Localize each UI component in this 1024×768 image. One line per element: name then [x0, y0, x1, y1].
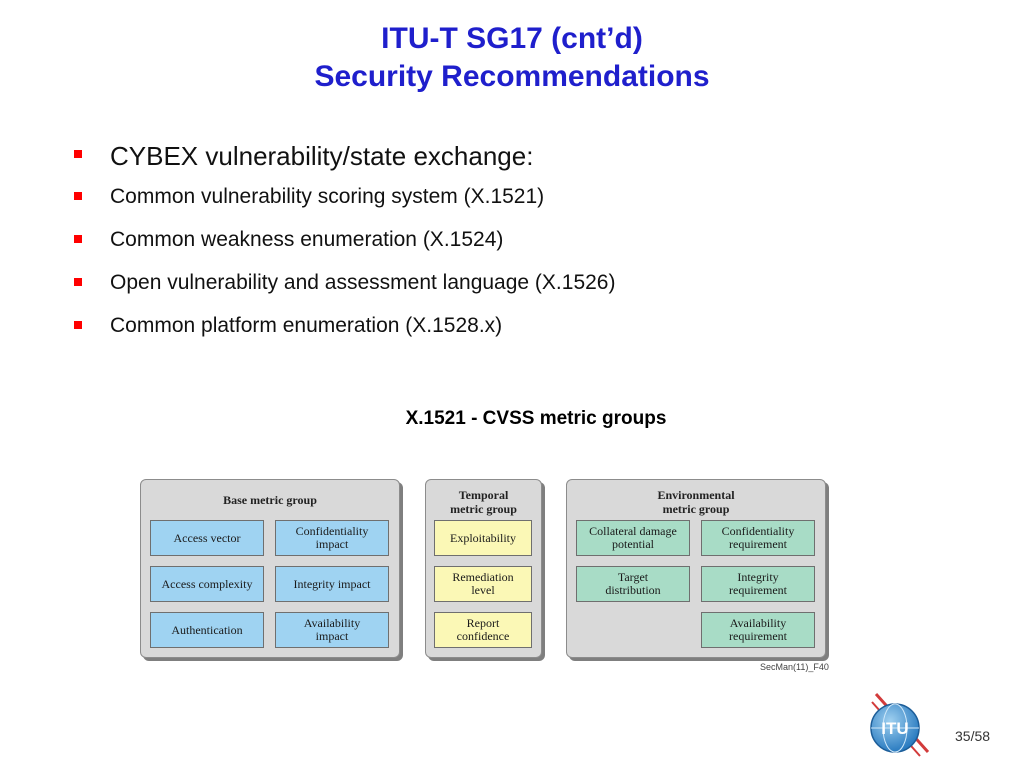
temporal-metric-group-panel: Temporal metric group Exploitability Rem… — [425, 479, 542, 658]
logo-text: ITU — [881, 719, 908, 738]
access-vector-box: Access vector — [150, 520, 264, 556]
integrity-requirement-box: Integrity requirement — [701, 566, 815, 602]
exploitability-box: Exploitability — [434, 520, 532, 556]
bullet-item: Common weakness enumeration (X.1524) — [72, 225, 615, 255]
bullet-text: CYBEX vulnerability/state exchange: — [110, 141, 534, 171]
temporal-metric-group-title: Temporal metric group — [450, 488, 517, 516]
bullet-list: CYBEX vulnerability/state exchange: Comm… — [72, 138, 615, 354]
target-distribution-box: Target distribution — [576, 566, 690, 602]
figure-caption: X.1521 - CVSS metric groups — [405, 408, 667, 429]
confidentiality-impact-box: Confidentiality impact — [275, 520, 389, 556]
base-metric-group-panel: Base metric group Access vector Confiden… — [140, 479, 400, 658]
remediation-level-box: Remediation level — [434, 566, 532, 602]
bullet-item: Common platform enumeration (X.1528.x) — [72, 311, 615, 341]
environmental-metric-group-title: Environmental metric group — [657, 488, 735, 516]
bullet-text: Open vulnerability and assessment langua… — [110, 271, 616, 294]
authentication-box: Authentication — [150, 612, 264, 648]
confidentiality-requirement-box: Confidentiality requirement — [701, 520, 815, 556]
availability-impact-box: Availability impact — [275, 612, 389, 648]
figure-reference: SecMan(11)_F40 — [760, 662, 829, 672]
access-complexity-box: Access complexity — [150, 566, 264, 602]
availability-requirement-box: Availability requirement — [701, 612, 815, 648]
bullet-square-icon — [74, 192, 82, 200]
report-confidence-box: Report confidence — [434, 612, 532, 648]
bullet-square-icon — [74, 235, 82, 243]
bullet-item: Common vulnerability scoring system (X.1… — [72, 182, 615, 212]
bullet-square-icon — [74, 321, 82, 329]
title-line-1: ITU-T SG17 (cnt’d) — [381, 22, 643, 55]
bullet-square-icon — [74, 278, 82, 286]
bullet-item: Open vulnerability and assessment langua… — [72, 268, 615, 298]
bullet-text: Common vulnerability scoring system (X.1… — [110, 185, 545, 208]
integrity-impact-box: Integrity impact — [275, 566, 389, 602]
slide-title: ITU-T SG17 (cnt’d) Security Recommendati… — [0, 20, 1024, 96]
itu-logo-icon: ITU — [862, 690, 932, 765]
base-metric-group-title: Base metric group — [223, 493, 317, 507]
bullet-item: CYBEX vulnerability/state exchange: — [72, 138, 615, 174]
page-number: 35/58 — [955, 728, 991, 744]
bullet-square-icon — [74, 150, 82, 158]
environmental-metric-group-panel: Environmental metric group Collateral da… — [566, 479, 826, 658]
collateral-damage-potential-box: Collateral damage potential — [576, 520, 690, 556]
bullet-text: Common platform enumeration (X.1528.x) — [110, 314, 503, 337]
title-line-2: Security Recommendations — [314, 60, 710, 93]
bullet-text: Common weakness enumeration (X.1524) — [110, 228, 504, 251]
